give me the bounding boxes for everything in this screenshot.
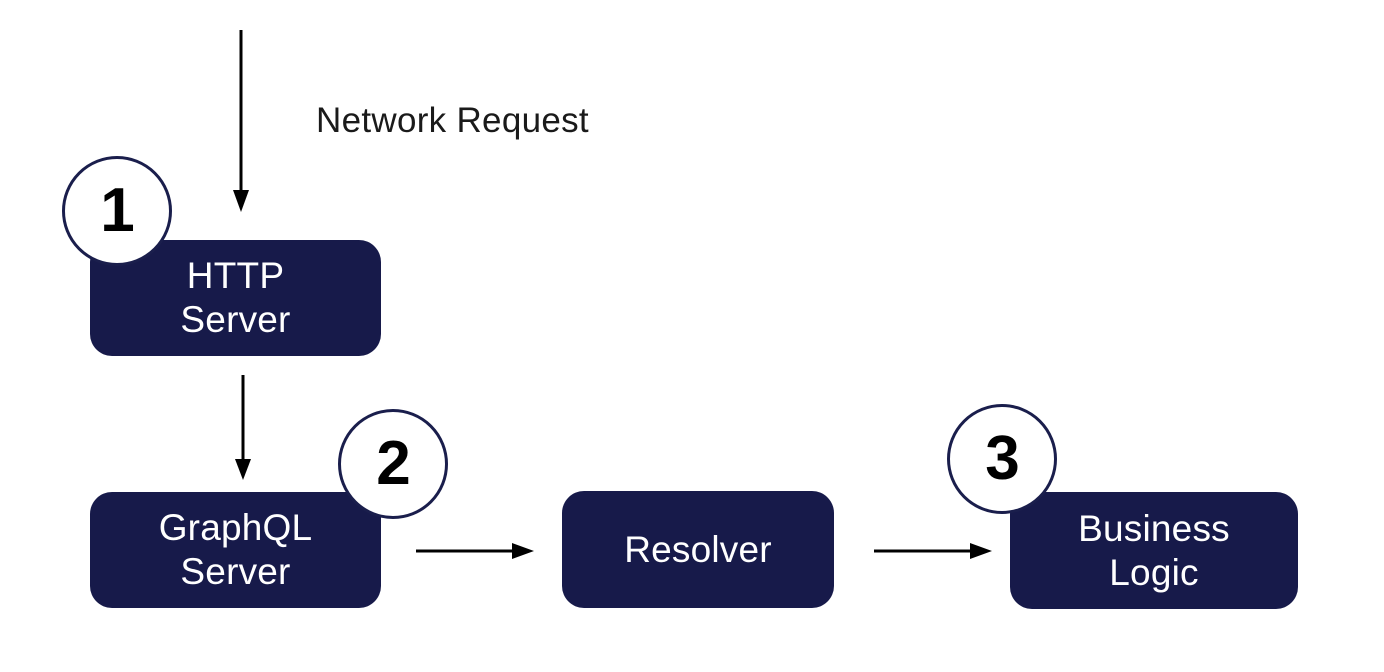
node-business-logic[interactable]: Business Logic <box>1010 492 1298 609</box>
arrow-http-to-graphql <box>235 375 251 480</box>
node-resolver[interactable]: Resolver <box>562 491 834 608</box>
step-badge-3-number: 3 <box>985 424 1019 493</box>
step-badge-3[interactable]: 3 <box>947 404 1057 514</box>
node-resolver-label: Resolver <box>624 528 772 570</box>
step-badge-2-number: 2 <box>376 429 410 498</box>
node-http-server-label: HTTP Server <box>180 255 291 340</box>
node-business-logic-label: Business Logic <box>1078 507 1230 593</box>
step-badge-1-number: 1 <box>100 176 134 245</box>
node-graphql-server[interactable]: GraphQL Server <box>90 492 381 608</box>
edge-label-network-request: Network Request <box>316 101 589 140</box>
arrow-graphql-to-resolver <box>416 543 534 559</box>
step-badge-2[interactable]: 2 <box>338 409 448 519</box>
step-badge-1[interactable]: 1 <box>62 156 172 266</box>
node-graphql-server-label: GraphQL Server <box>158 507 313 592</box>
arrow-resolver-to-business-logic <box>874 543 992 559</box>
arrow-network-request <box>233 30 249 212</box>
